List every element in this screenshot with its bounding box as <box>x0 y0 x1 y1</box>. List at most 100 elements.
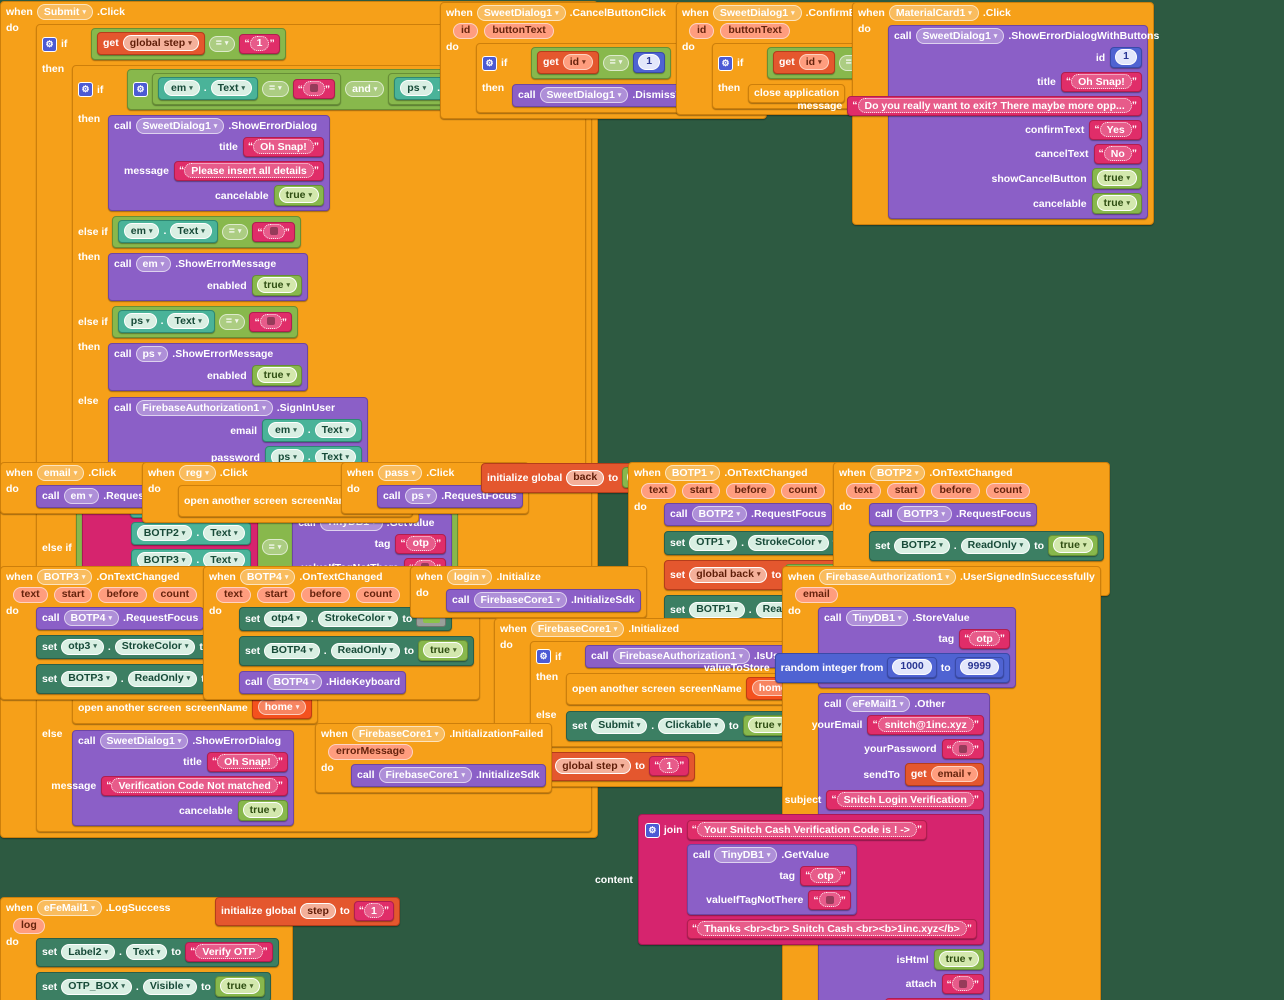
dropdown-clickable[interactable]: Clickable▾ <box>658 717 725 734</box>
dropdown-readonly[interactable]: ReadOnly▾ <box>127 670 198 687</box>
text-string-block[interactable]: “” <box>252 221 295 242</box>
boolean-dropdown[interactable]: true▾ <box>1096 195 1137 211</box>
string-value[interactable] <box>951 976 974 991</box>
event-param[interactable]: before <box>301 587 350 603</box>
string-value[interactable] <box>302 80 325 96</box>
dropdown-text[interactable]: Text▾ <box>125 944 168 960</box>
string-value[interactable]: Oh Snap! <box>217 754 278 769</box>
dropdown-strokecolor[interactable]: StrokeColor▾ <box>317 610 399 627</box>
dropdown-sweetdialog1[interactable]: SweetDialog1▾ <box>712 5 802 21</box>
text-string-block[interactable]: “otp” <box>959 629 1010 649</box>
dropdown-text[interactable]: Text▾ <box>314 449 356 465</box>
dropdown-tinydb1[interactable]: TinyDB1▾ <box>714 847 778 863</box>
event-param[interactable]: log <box>13 918 45 934</box>
string-value[interactable]: Oh Snap! <box>1071 74 1132 89</box>
dropdown-sweetdialog1[interactable]: SweetDialog1▾ <box>99 733 189 749</box>
dropdown-firebasecore1[interactable]: FirebaseCore1▾ <box>378 767 472 783</box>
dropdown--[interactable]: =▾ <box>261 539 289 555</box>
boolean-dropdown[interactable]: true▾ <box>938 951 979 967</box>
boolean-block[interactable]: true▾ <box>273 185 324 206</box>
event-param[interactable]: buttonText <box>484 23 554 39</box>
mutator-gear-icon[interactable]: ⚙ <box>536 649 551 664</box>
if-fields-empty[interactable]: ⚙if⚙em▾.Text▾=▾“”and▾ps▾.Text▾=▾“”thenca… <box>72 65 587 480</box>
dropdown-tinydb1[interactable]: TinyDB1▾ <box>845 610 909 626</box>
block-getter[interactable]: ps▾.Text▾ <box>117 310 215 333</box>
boolean-dropdown[interactable]: true▾ <box>1053 537 1094 553</box>
event-param[interactable]: before <box>98 587 147 603</box>
dropdown-strokecolor[interactable]: StrokeColor▾ <box>114 638 196 655</box>
number-block[interactable]: 1000 <box>887 657 937 678</box>
dropdown-em[interactable]: em▾ <box>135 256 172 272</box>
boolean-dropdown[interactable]: true▾ <box>278 187 319 203</box>
text-string-block[interactable]: “snitch@1inc.xyz” <box>867 715 984 735</box>
block-getter[interactable]: BOTP2▾.Text▾ <box>130 522 251 545</box>
string-value[interactable]: Yes <box>1099 122 1132 137</box>
boolean-block[interactable]: true▾ <box>1048 535 1099 556</box>
dropdown-botp3[interactable]: BOTP3▾ <box>896 506 953 522</box>
dropdown-pass[interactable]: pass▾ <box>377 465 423 481</box>
mutator-gear-icon[interactable]: ⚙ <box>133 81 148 97</box>
string-value[interactable]: 1 <box>249 35 270 51</box>
mutator-gear-icon[interactable]: ⚙ <box>644 822 660 838</box>
event-param[interactable]: text <box>641 483 676 499</box>
dropdown-botp1[interactable]: BOTP1▾ <box>664 465 721 481</box>
string-value[interactable]: Verify OTP <box>195 944 263 959</box>
event-param[interactable]: before <box>931 483 980 499</box>
text-string-block[interactable]: “1” <box>649 756 690 776</box>
dropdown-ps[interactable]: ps▾ <box>123 313 157 329</box>
boolean-block[interactable]: true▾ <box>251 275 302 296</box>
dropdown-firebaseauthorization1[interactable]: FirebaseAuthorization1▾ <box>612 648 750 664</box>
dropdown-and[interactable]: and▾ <box>345 81 385 97</box>
dropdown-botp2[interactable]: BOTP2▾ <box>894 537 950 554</box>
string-value[interactable]: 1 <box>364 903 384 918</box>
text-string-block[interactable]: “ Your Snitch Cash Verification Code is … <box>686 820 928 840</box>
boolean-block[interactable]: true▾ <box>742 715 794 736</box>
block-getter[interactable]: em▾.Text▾ <box>117 220 218 243</box>
dropdown-readonly[interactable]: ReadOnly▾ <box>330 642 401 659</box>
event-param[interactable]: start <box>53 587 93 603</box>
text-string-block[interactable]: “otp” <box>800 866 851 886</box>
dropdown-em[interactable]: em▾ <box>268 422 304 438</box>
text-string-block[interactable]: “” <box>292 78 336 99</box>
dropdown-label2[interactable]: Label2▾ <box>61 944 115 960</box>
dropdown-global-back[interactable]: global back▾ <box>689 566 768 583</box>
param-dropdown[interactable]: id▾ <box>798 54 829 70</box>
boolean-block[interactable]: true▾ <box>933 949 984 970</box>
dropdown-submit[interactable]: Submit▾ <box>36 4 93 20</box>
dropdown--[interactable]: =▾ <box>221 223 249 240</box>
dropdown-readonly[interactable]: ReadOnly▾ <box>960 537 1031 554</box>
dropdown-botp2[interactable]: BOTP2▾ <box>691 506 748 522</box>
string-value[interactable]: Verification Code Not matched <box>111 778 278 793</box>
string-value[interactable] <box>818 892 841 907</box>
boolean-dropdown[interactable]: true▾ <box>256 277 297 293</box>
event-param[interactable]: count <box>355 587 401 603</box>
block-getter[interactable]: em▾.Text▾ <box>262 419 362 442</box>
dropdown-ps[interactable]: ps▾ <box>404 488 438 504</box>
boolean-dropdown[interactable]: true▾ <box>242 802 283 818</box>
event-param[interactable]: email <box>795 587 838 603</box>
dropdown-strokecolor[interactable]: StrokeColor▾ <box>748 534 829 551</box>
event-param[interactable]: errorMessage <box>328 744 413 760</box>
close-application[interactable]: close application <box>748 84 846 103</box>
number-block[interactable]: 1 <box>1110 47 1142 68</box>
dropdown-firebaseauthorization1[interactable]: FirebaseAuthorization1▾ <box>135 400 273 416</box>
dropdown--[interactable]: =▾ <box>602 54 630 71</box>
